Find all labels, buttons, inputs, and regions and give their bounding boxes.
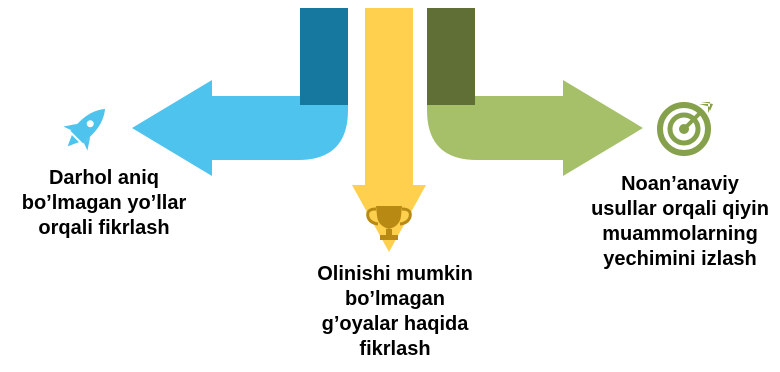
right-label-line: Noan’anaviy [621,173,739,195]
center-arrow-shape [352,8,426,252]
target-icon [657,102,713,156]
left-branch-stem [300,8,348,110]
right-branch-arrow [427,8,643,176]
left-arrow-shape [132,80,348,176]
center-label-line: Olinishi mumkin [317,263,473,285]
right-label: Noan’anaviy usullar orqali qiyin muammol… [580,172,780,272]
left-label-line: Darhol aniq [48,167,159,189]
center-label-line: fikrlash [359,338,431,360]
right-label-line: muammolarning [602,223,758,245]
right-arrow-shape [427,80,643,176]
left-label-line: bo’lmagan yo’llar [21,192,187,214]
center-label: Olinishi mumkin bo’lmagan g’oyalar haqid… [300,262,490,362]
left-branch-arrow [132,8,348,176]
right-label-line: yechimini izlash [603,248,757,270]
center-label-line: g’oyalar haqida [321,313,469,335]
right-branch-stem [427,8,475,110]
center-label-line: bo’lmagan [344,288,445,310]
left-label-line: orqali fikrlash [38,217,170,239]
trophy-icon [366,206,412,240]
left-label: Darhol aniq bo’lmagan yo’llar orqali fik… [0,166,208,241]
right-label-line: usullar orqali qiyin [591,198,769,220]
rocket-icon [63,108,106,151]
